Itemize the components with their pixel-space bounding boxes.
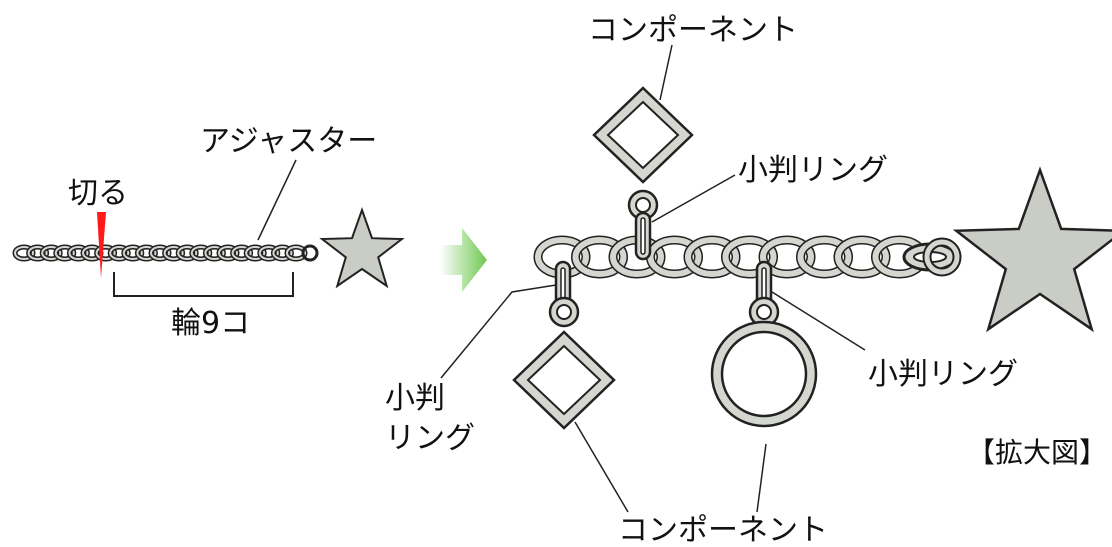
chain-link-fill bbox=[258, 246, 279, 260]
star-icon bbox=[952, 166, 1112, 333]
chain-link-fill bbox=[797, 237, 852, 277]
chain-link-fill bbox=[177, 246, 198, 260]
chain-link-fill bbox=[835, 237, 889, 277]
chain-link-fill bbox=[136, 246, 157, 260]
chain-link-fill bbox=[760, 237, 814, 277]
chain-link-fill bbox=[41, 246, 62, 260]
enlarged-chain bbox=[533, 235, 928, 279]
component-ring-leader bbox=[756, 443, 767, 513]
koban-ring-top bbox=[627, 189, 659, 261]
koban-ring-right bbox=[748, 260, 780, 328]
chain-link-fill bbox=[647, 237, 702, 277]
chain-link-fill bbox=[95, 246, 116, 260]
chain-link-fill bbox=[190, 246, 211, 260]
arrow-right-icon bbox=[440, 228, 487, 292]
koban-ring-left bbox=[548, 260, 580, 328]
chain-link-fill bbox=[245, 246, 266, 260]
chain-link-fill bbox=[109, 246, 130, 260]
component-ring bbox=[710, 320, 818, 428]
star-icon bbox=[319, 207, 405, 289]
koban-top-leader bbox=[651, 174, 736, 223]
chain-link-fill bbox=[204, 246, 225, 260]
chain-link-fill bbox=[27, 246, 48, 260]
cut-mark-icon bbox=[97, 212, 106, 278]
small-adjuster-ring bbox=[301, 244, 319, 262]
chain-link-fill bbox=[685, 237, 739, 277]
ring-count-label: 輪9コ bbox=[171, 306, 250, 341]
chain-link-fill bbox=[163, 246, 184, 260]
koban-right-label: 小判リング bbox=[868, 357, 1018, 392]
chain-link-fill bbox=[272, 246, 293, 260]
chain-link-fill bbox=[572, 237, 627, 277]
koban-top-label: 小判リング bbox=[738, 153, 888, 188]
chain-link-fill bbox=[54, 246, 75, 260]
component-top-label: コンポーネント bbox=[588, 13, 798, 48]
ring-count-bracket bbox=[113, 272, 294, 297]
chain-link-fill bbox=[68, 246, 89, 260]
component-top-leader bbox=[659, 44, 673, 101]
component-left bbox=[512, 330, 616, 430]
enlarged-view-label: 【拡大図】 bbox=[967, 436, 1107, 469]
chain-link-fill bbox=[14, 246, 34, 260]
koban-left-label-line1: 小判 bbox=[385, 381, 445, 416]
koban-left-leader bbox=[440, 284, 557, 379]
chain-link-fill bbox=[231, 246, 252, 260]
koban-right-leader bbox=[771, 291, 866, 351]
chain-link-fill bbox=[122, 246, 143, 260]
adjuster-ring-end bbox=[902, 237, 962, 277]
chain-link-fill bbox=[286, 246, 306, 260]
component-bottom-label: コンポーネント bbox=[618, 513, 828, 547]
component-top bbox=[592, 86, 694, 184]
chain-link-fill bbox=[150, 246, 170, 260]
chain-link-fill bbox=[722, 237, 777, 277]
adjuster-label: アジャスター bbox=[200, 124, 377, 159]
component-left-leader bbox=[574, 421, 629, 513]
adjuster-leader-line bbox=[257, 159, 297, 241]
cut-label: 切る bbox=[68, 176, 128, 211]
koban-left-label-line2: リング bbox=[385, 421, 475, 456]
small-chain bbox=[12, 244, 319, 262]
chain-link-fill bbox=[218, 246, 238, 260]
